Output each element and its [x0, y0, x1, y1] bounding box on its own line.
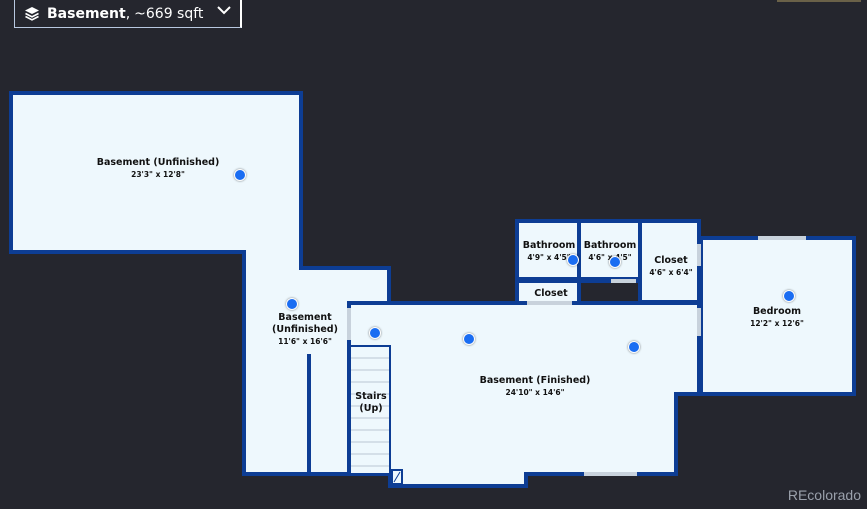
floor-area: ~669 sqft [134, 5, 204, 22]
room-label-closet-2: Closet [534, 288, 568, 299]
viewpoint-hotspot[interactable] [369, 327, 381, 339]
viewpoint-hotspot[interactable] [628, 341, 640, 353]
viewpoint-hotspot[interactable] [286, 298, 298, 310]
room-label-bathroom-1: Bathroom 4'9" x 4'5" [522, 240, 576, 262]
chevron-down-icon[interactable] [216, 2, 232, 18]
room-label-basement-unfinished-1: Basement (Unfinished) 23'3" x 12'8" [96, 157, 220, 179]
floor-selector[interactable]: Basement , ~669 sqft [14, 0, 242, 28]
viewpoint-hotspot[interactable] [783, 290, 795, 302]
viewpoint-hotspot[interactable] [463, 333, 475, 345]
room-dims: 11'6" x 16'6" [278, 337, 332, 346]
stairs-shape [349, 345, 391, 475]
room-shape-closet-1 [638, 219, 701, 304]
room-dims: 4'6" x 6'4" [649, 268, 693, 277]
room-dims: 4'9" x 4'5" [527, 253, 571, 262]
layers-icon [25, 6, 39, 21]
room-label-bedroom: Bedroom 12'2" x 12'6" [750, 306, 804, 328]
floor-level-name: Basement [47, 5, 126, 22]
floor-separator: , [125, 5, 131, 22]
room-shape-bedroom [699, 236, 856, 396]
top-right-bar [777, 0, 861, 2]
room-label-basement-finished: Basement (Finished) 24'10" x 14'6" [479, 375, 591, 397]
room-label-closet-1: Closet 4'6" x 6'4" [649, 255, 693, 277]
room-dims: 12'2" x 12'6" [750, 319, 804, 328]
viewpoint-hotspot[interactable] [567, 254, 579, 266]
viewpoint-hotspot[interactable] [234, 169, 246, 181]
room-label-stairs: Stairs (Up) [355, 391, 387, 414]
room-dims: 23'3" x 12'8" [131, 170, 185, 179]
viewpoint-hotspot[interactable] [609, 256, 621, 268]
room-shape-basement-unfinished [9, 91, 391, 476]
room-label-basement-unfinished-2: Basement (Unfinished) 11'6" x 16'6" [270, 312, 340, 348]
watermark: REcolorado [787, 487, 861, 503]
room-dims: 24'10" x 14'6" [505, 388, 565, 397]
